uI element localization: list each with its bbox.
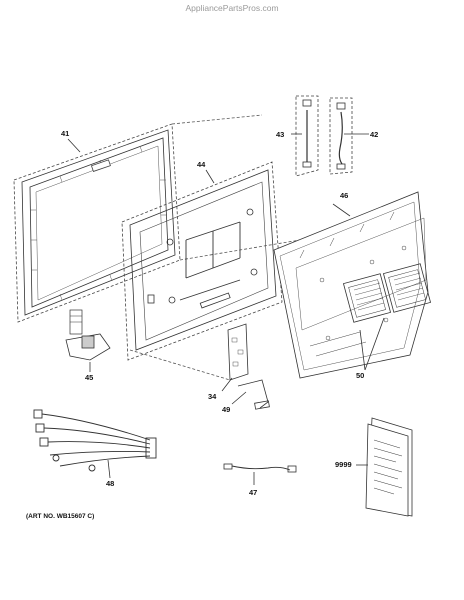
watermark: AppliancePartsPros.com [185,3,279,13]
part-number-45: 45 [85,373,93,382]
main-harness-48[interactable] [33,409,157,472]
part-number-47: 47 [249,488,257,497]
stand-bracket-45[interactable] [65,309,111,361]
manual-9999[interactable] [365,417,413,517]
part-number-9999: 9999 [335,460,352,469]
fans-50[interactable] [342,263,432,323]
ribbon-cable-49[interactable] [237,379,270,410]
front-frame-41[interactable] [13,123,181,323]
part-number-48: 48 [106,479,114,488]
art-number: (ART NO. WB15607 C) [26,513,95,520]
wire-harness-43[interactable] [295,95,319,177]
part-number-34: 34 [208,392,217,401]
cable-47[interactable] [223,463,297,473]
part-number-41: 41 [61,129,69,138]
part-number-42: 42 [370,130,378,139]
back-cover-46[interactable] [273,191,429,379]
part-number-46: 46 [340,191,348,200]
part-number-44: 44 [197,160,206,169]
part-number-50: 50 [356,371,364,380]
control-board-34[interactable] [227,323,249,381]
part-number-43: 43 [276,130,284,139]
part-number-49: 49 [222,405,230,414]
lcd-panel-44[interactable] [121,161,283,361]
wire-harness-42[interactable] [329,97,353,175]
